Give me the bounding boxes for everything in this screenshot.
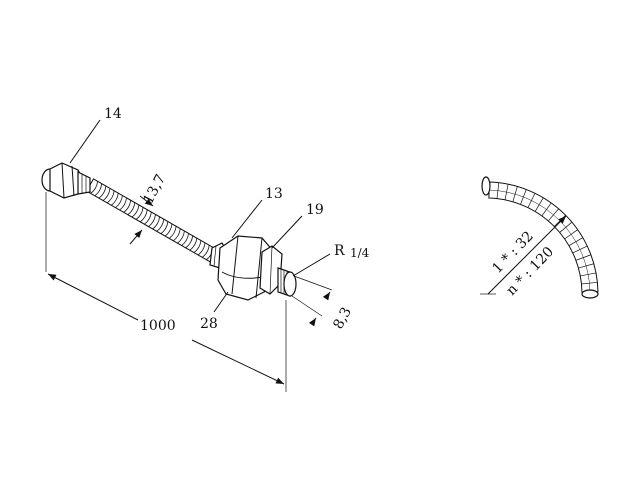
label-thread-diameter: 8,3 — [330, 305, 355, 332]
label-thread: R — [334, 243, 345, 259]
label-hose-diameter: 13,7 — [140, 172, 169, 207]
corrugated-hose — [85, 178, 219, 263]
bend-radius-detail: 1 * : 32 n * : 120 — [480, 176, 599, 299]
label-nut-right-width: 19 — [306, 202, 324, 218]
hose-assembly: 14 13,7 13 19 R 1/4 28 8,3 1000 — [41, 106, 370, 392]
right-fitting — [209, 235, 297, 301]
label-nut-left: 14 — [104, 106, 122, 122]
label-bottom-nut: 28 — [200, 316, 218, 332]
label-length: 1000 — [140, 318, 176, 334]
label-nut-right-top: 13 — [265, 186, 283, 202]
bent-hose-section — [488, 181, 599, 293]
label-thread-size: 1/4 — [350, 246, 370, 260]
left-fitting — [41, 162, 91, 199]
